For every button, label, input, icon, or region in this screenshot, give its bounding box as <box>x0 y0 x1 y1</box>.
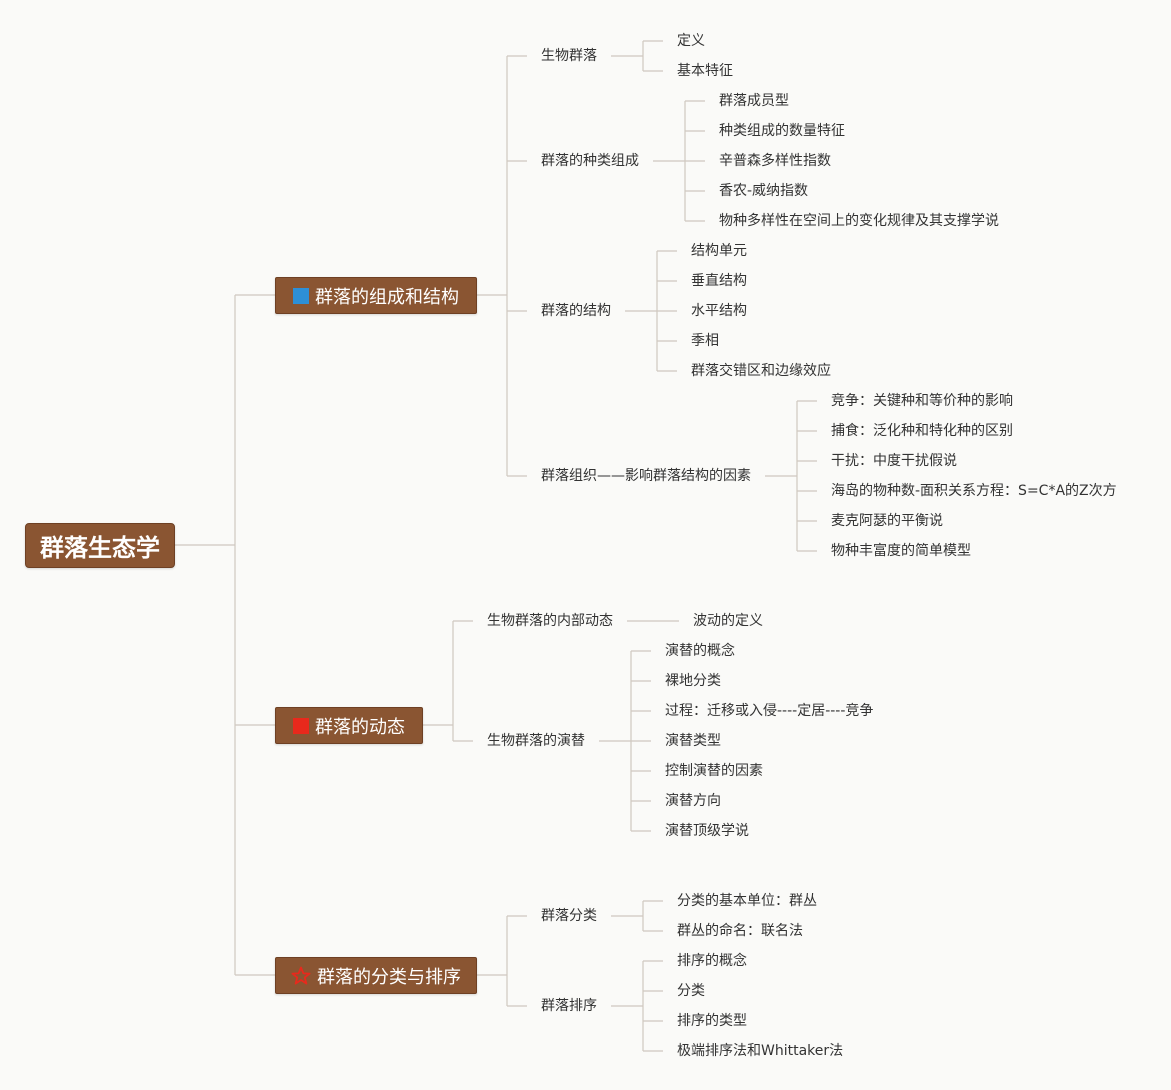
leaf-node[interactable]: 结构单元 <box>691 243 747 259</box>
leaf-node[interactable]: 演替的概念 <box>665 643 735 659</box>
leaf-node[interactable]: 排序的概念 <box>677 953 747 969</box>
leaf-node[interactable]: 干扰：中度干扰假说 <box>831 453 957 469</box>
leaf-node[interactable]: 竞争：关键种和等价种的影响 <box>831 393 1013 409</box>
leaf-node[interactable]: 裸地分类 <box>665 673 721 689</box>
leaf-node[interactable]: 种类组成的数量特征 <box>719 123 845 139</box>
leaf-node[interactable]: 排序的类型 <box>677 1013 747 1029</box>
leaf-node[interactable]: 麦克阿瑟的平衡说 <box>831 513 943 529</box>
subtopic-species-composition[interactable]: 群落的种类组成 <box>541 153 639 169</box>
leaf-node[interactable]: 波动的定义 <box>693 613 763 629</box>
leaf-node[interactable]: 群落成员型 <box>719 93 789 109</box>
branch-node-classification-ordination[interactable]: 群落的分类与排序 <box>275 957 477 994</box>
leaf-node[interactable]: 物种丰富度的简单模型 <box>831 543 971 559</box>
root-node[interactable]: 群落生态学 <box>25 523 175 568</box>
subtopic-classification[interactable]: 群落分类 <box>541 908 597 924</box>
leaf-node[interactable]: 极端排序法和Whittaker法 <box>677 1043 844 1059</box>
red-flag-icon <box>293 717 309 734</box>
subtopic-internal-dynamics[interactable]: 生物群落的内部动态 <box>487 613 613 629</box>
branch-label: 群落的组成和结构 <box>315 286 459 308</box>
leaf-node[interactable]: 捕食：泛化种和特化种的区别 <box>831 423 1013 439</box>
subtopic-community-structure[interactable]: 群落的结构 <box>541 303 611 319</box>
branch-node-composition-structure[interactable]: 群落的组成和结构 <box>275 277 477 314</box>
leaf-node[interactable]: 水平结构 <box>691 303 747 319</box>
subtopic-succession[interactable]: 生物群落的演替 <box>487 733 585 749</box>
leaf-node[interactable]: 演替顶级学说 <box>665 823 749 839</box>
leaf-node[interactable]: 香农-威纳指数 <box>719 183 809 199</box>
subtopic-ordination[interactable]: 群落排序 <box>541 998 597 1014</box>
subtopic-community-organization[interactable]: 群落组织——影响群落结构的因素 <box>541 468 751 484</box>
leaf-node[interactable]: 控制演替的因素 <box>665 763 763 779</box>
leaf-node[interactable]: 垂直结构 <box>691 273 747 289</box>
leaf-node[interactable]: 辛普森多样性指数 <box>719 153 831 169</box>
leaf-node[interactable]: 季相 <box>691 333 719 349</box>
leaf-node[interactable]: 演替类型 <box>665 733 721 749</box>
branch-label: 群落的分类与排序 <box>317 966 461 988</box>
leaf-node[interactable]: 群落交错区和边缘效应 <box>691 363 831 379</box>
leaf-node[interactable]: 分类 <box>677 983 705 999</box>
branch-label: 群落的动态 <box>315 716 405 738</box>
star-icon <box>291 966 311 985</box>
leaf-node[interactable]: 定义 <box>677 33 705 49</box>
leaf-node[interactable]: 基本特征 <box>677 63 733 79</box>
leaf-node[interactable]: 物种多样性在空间上的变化规律及其支撑学说 <box>719 213 999 229</box>
leaf-node[interactable]: 海岛的物种数-面积关系方程：S=C*A的Z次方 <box>831 483 1117 499</box>
leaf-node[interactable]: 演替方向 <box>665 793 721 809</box>
leaf-node[interactable]: 群丛的命名：联名法 <box>677 923 803 939</box>
subtopic-biological-community[interactable]: 生物群落 <box>541 48 597 64</box>
branch-node-dynamics[interactable]: 群落的动态 <box>275 707 423 744</box>
leaf-node[interactable]: 过程：迁移或入侵----定居----竞争 <box>665 703 874 719</box>
leaf-node[interactable]: 分类的基本单位：群丛 <box>677 893 817 909</box>
blue-flag-icon <box>293 287 309 304</box>
